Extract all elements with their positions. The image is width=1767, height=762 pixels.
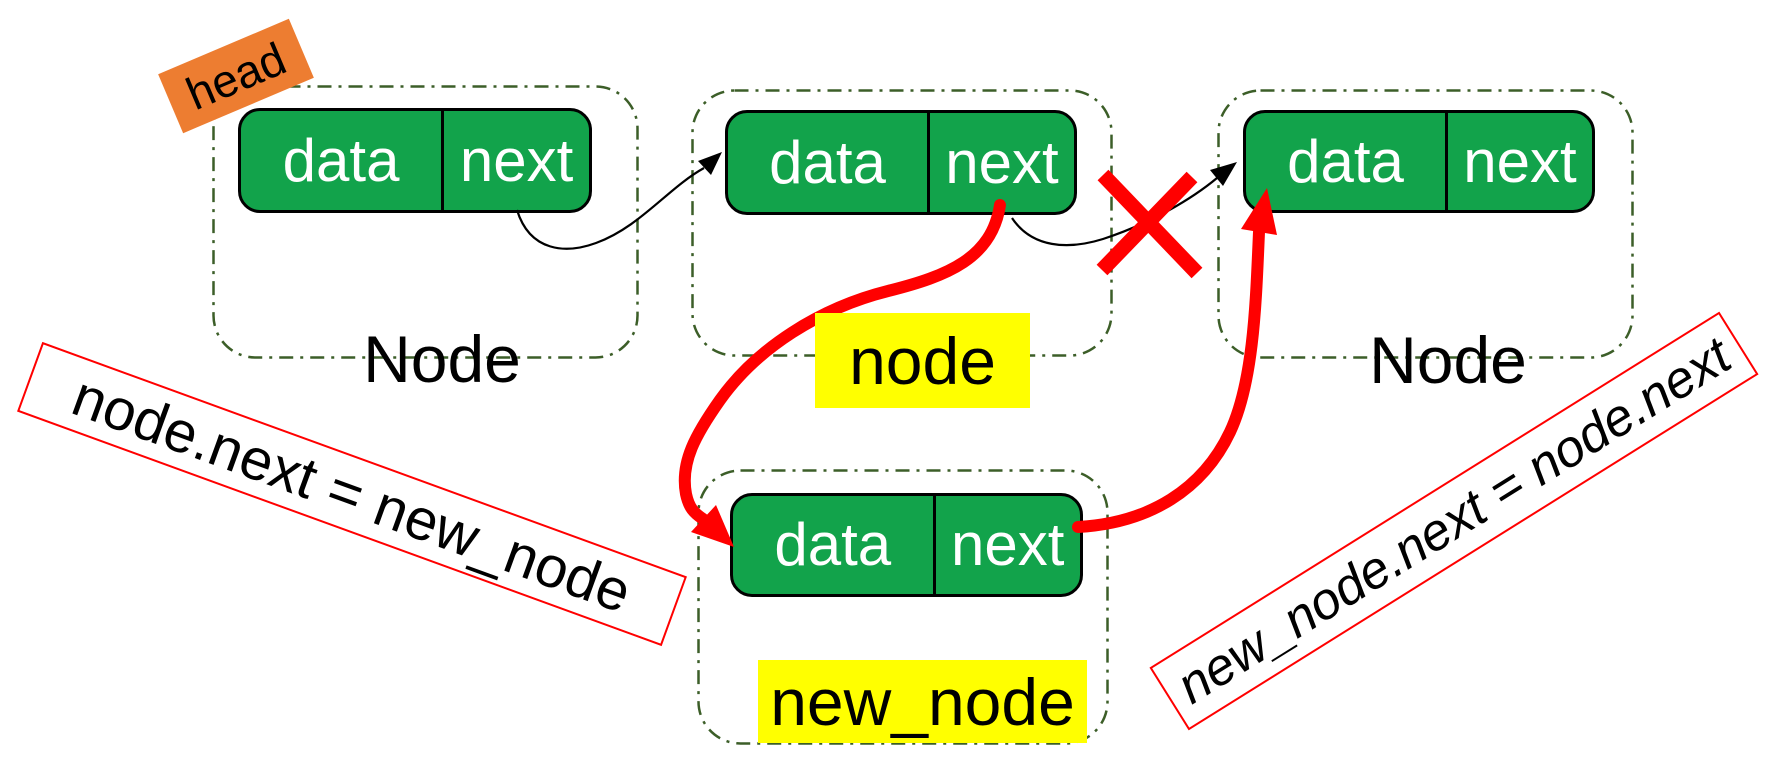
- arrowhead-icon: [1210, 162, 1237, 186]
- arrowhead-icon: [698, 152, 722, 175]
- node1-label: Node: [363, 322, 521, 396]
- new-node-label-highlighted: new_node: [758, 660, 1087, 743]
- node3-record-box: data next: [1243, 110, 1595, 213]
- node2-record-box: data next: [725, 110, 1077, 215]
- node2-next-cell: next: [926, 113, 1074, 212]
- node3-data-cell: data: [1287, 127, 1404, 195]
- node2-label-highlighted: node: [815, 313, 1030, 408]
- new-node-data-cell: data: [774, 511, 892, 578]
- node3-next-cell: next: [1444, 113, 1592, 210]
- node3-label: Node: [1369, 323, 1527, 397]
- broken-link-cross-icon: [1096, 169, 1203, 279]
- new-node-record-box: data next: [730, 493, 1083, 597]
- node1-record-box: data next: [238, 108, 592, 213]
- new-node-next-cell: next: [932, 496, 1080, 594]
- red-arrowhead-icon: [691, 505, 734, 547]
- node2-data-cell: data: [769, 128, 886, 196]
- node1-next-cell: next: [441, 111, 589, 210]
- node1-data-cell: data: [282, 126, 400, 194]
- red-arrow-new-node-next-to-node3: [1072, 188, 1277, 533]
